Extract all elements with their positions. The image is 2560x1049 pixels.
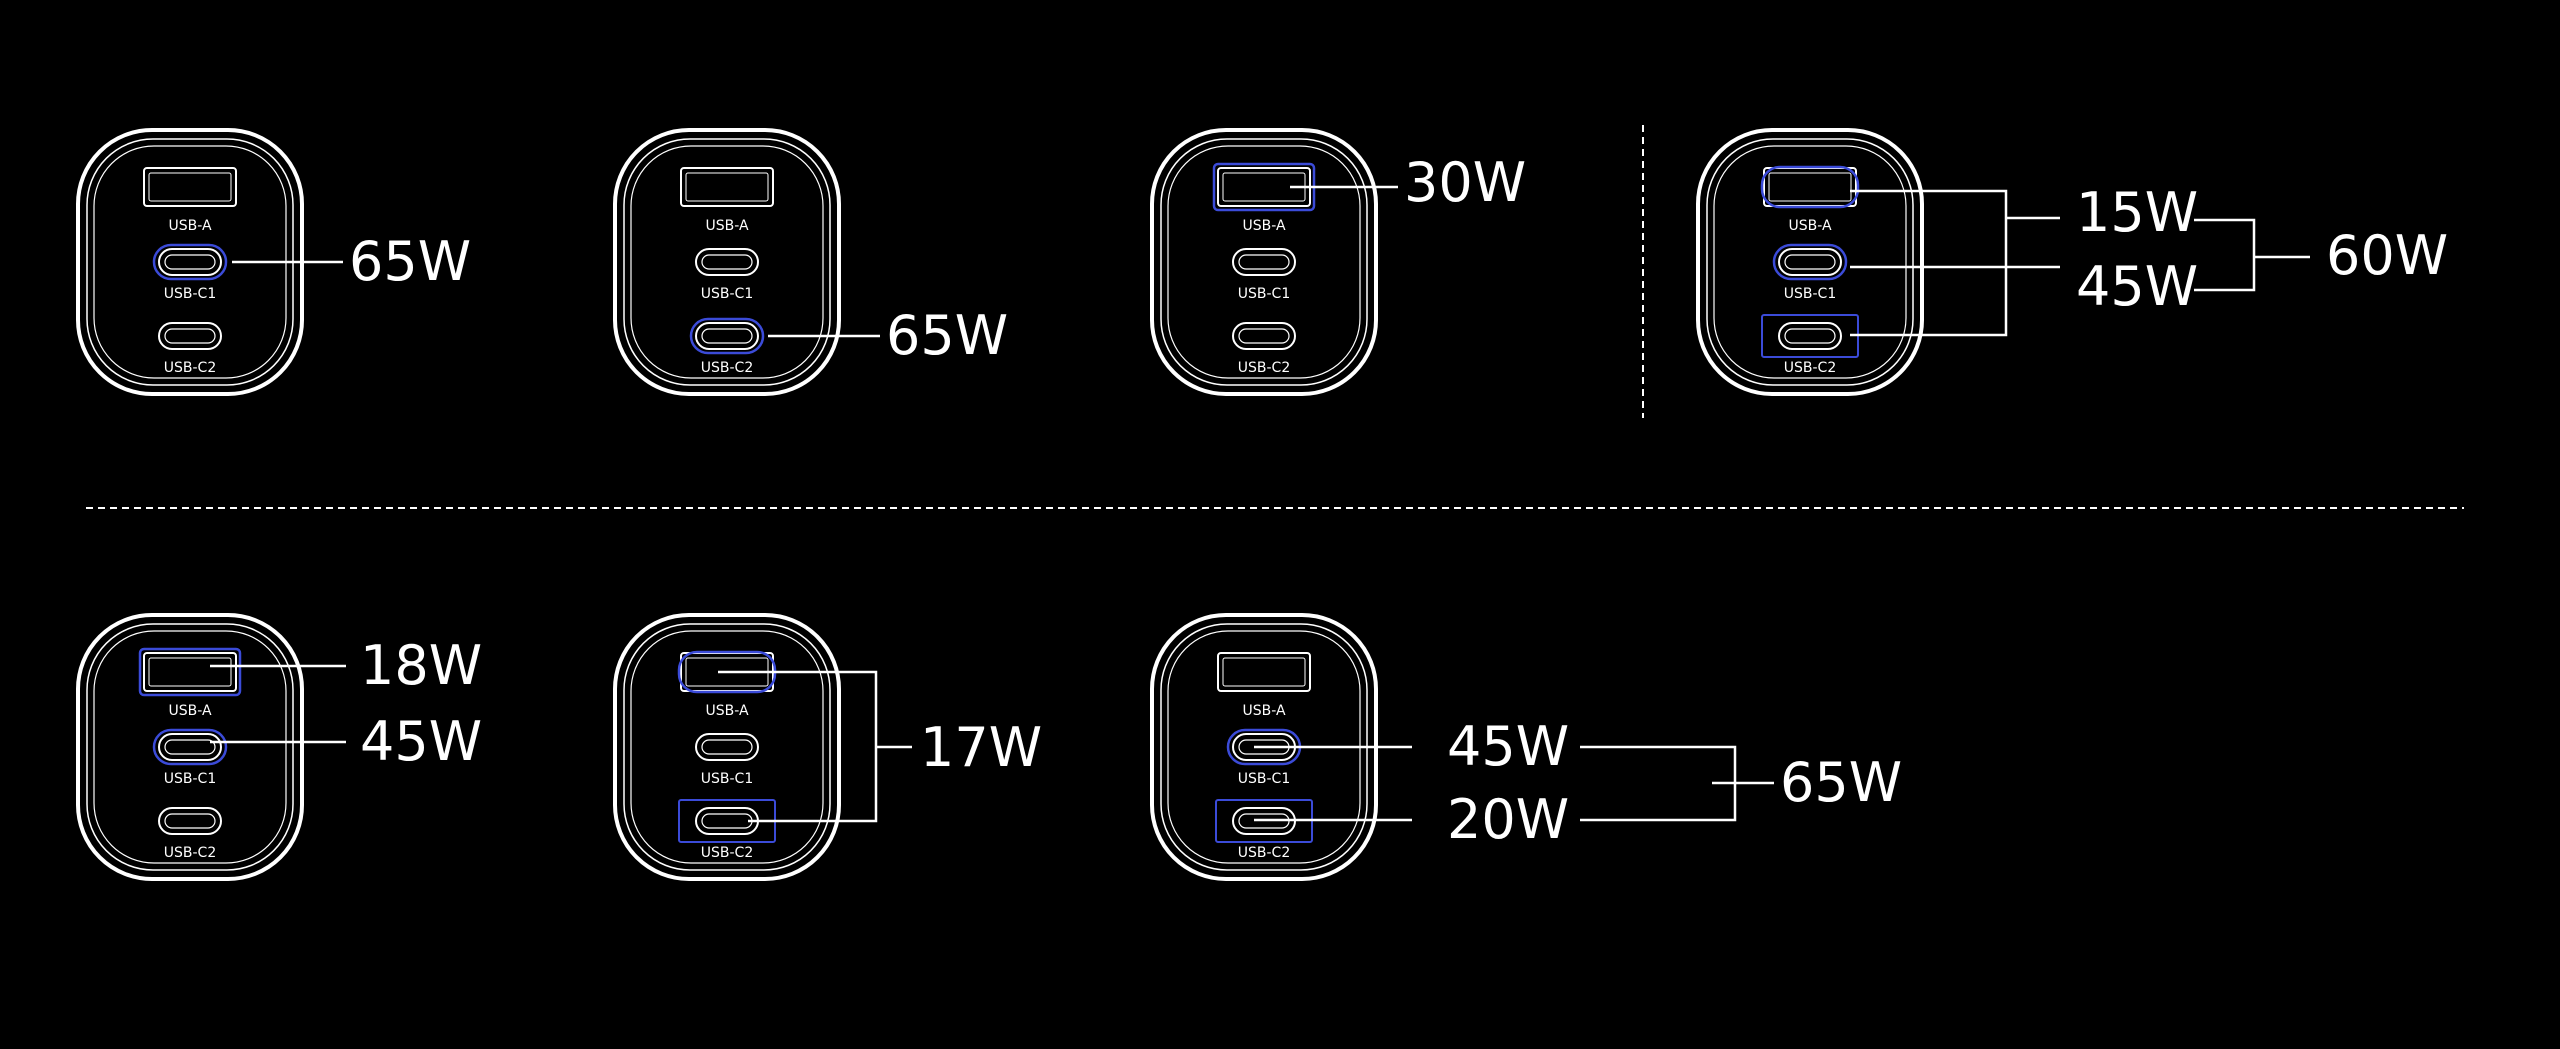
charger-config-single-usb-c1: USB-A USB-C1 USB-C2 xyxy=(76,128,304,396)
port-label-usb-a: USB-A xyxy=(1242,218,1285,234)
output-watt: 45W xyxy=(1447,715,1569,778)
port-label-usb-a: USB-A xyxy=(168,703,211,719)
port-label-usb-c1: USB-C1 xyxy=(164,771,216,787)
active-port-highlight-usb-c2 xyxy=(1761,314,1859,358)
charger-outline xyxy=(1696,128,1924,396)
charger-outline xyxy=(613,613,841,881)
total-watt: 60W xyxy=(2326,224,2448,287)
port-label-usb-a: USB-A xyxy=(1788,218,1831,234)
port-label-usb-c1: USB-C1 xyxy=(1238,286,1290,302)
charger-config-usb-a-and-c2: USB-A USB-C1 USB-C2 xyxy=(613,613,841,881)
charger-config-usb-a-and-c1: USB-A USB-C1 USB-C2 xyxy=(76,613,304,881)
port-label-usb-c1: USB-C1 xyxy=(1238,771,1290,787)
total-bracket xyxy=(1580,745,1737,822)
total-watt: 65W xyxy=(1780,751,1902,814)
port-label-usb-c2: USB-C2 xyxy=(1238,845,1290,861)
charger-outline xyxy=(1150,128,1378,396)
active-port-highlight-usb-c1 xyxy=(152,728,228,766)
output-watt: 17W xyxy=(920,716,1042,779)
port-label-usb-c2: USB-C2 xyxy=(701,845,753,861)
charger-config-all-three: USB-A USB-C1 USB-C2 xyxy=(1696,128,1924,396)
port-label-usb-c1: USB-C1 xyxy=(701,771,753,787)
output-watt: 65W xyxy=(349,230,471,293)
port-label-usb-c2: USB-C2 xyxy=(164,845,216,861)
output-watt: 45W xyxy=(360,710,482,773)
active-port-highlight-usb-a xyxy=(138,647,242,697)
output-watt: 30W xyxy=(1404,151,1526,214)
port-label-usb-a: USB-A xyxy=(705,703,748,719)
port-label-usb-c2: USB-C2 xyxy=(164,360,216,376)
port-label-usb-c2: USB-C2 xyxy=(1784,360,1836,376)
charger-config-usb-c1-and-c2: USB-A USB-C1 USB-C2 xyxy=(1150,613,1378,881)
port-label-usb-c2: USB-C2 xyxy=(701,360,753,376)
charger-outline xyxy=(613,128,841,396)
charger-outline xyxy=(76,613,304,881)
charger-config-single-usb-a: USB-A USB-C1 USB-C2 xyxy=(1150,128,1378,396)
total-bracket xyxy=(2194,218,2256,292)
port-label-usb-a: USB-A xyxy=(168,218,211,234)
charger-config-single-usb-c2: USB-A USB-C1 USB-C2 xyxy=(613,128,841,396)
output-watt: 18W xyxy=(360,634,482,697)
output-watt: 45W xyxy=(2076,255,2198,318)
output-watt: 15W xyxy=(2076,181,2198,244)
connector-bracket xyxy=(718,670,878,823)
active-port-highlight-usb-c1 xyxy=(1772,243,1848,281)
port-label-usb-a: USB-A xyxy=(1242,703,1285,719)
port-label-usb-c1: USB-C1 xyxy=(1784,286,1836,302)
output-watt: 20W xyxy=(1447,788,1569,851)
active-port-highlight-usb-a xyxy=(1760,165,1860,209)
port-label-usb-c2: USB-C2 xyxy=(1238,360,1290,376)
active-port-highlight xyxy=(152,243,228,281)
active-port-highlight xyxy=(689,317,765,355)
output-watt: 65W xyxy=(886,304,1008,367)
connector-bracket xyxy=(1850,189,2008,337)
port-label-usb-c1: USB-C1 xyxy=(164,286,216,302)
port-label-usb-c1: USB-C1 xyxy=(701,286,753,302)
port-label-usb-a: USB-A xyxy=(705,218,748,234)
